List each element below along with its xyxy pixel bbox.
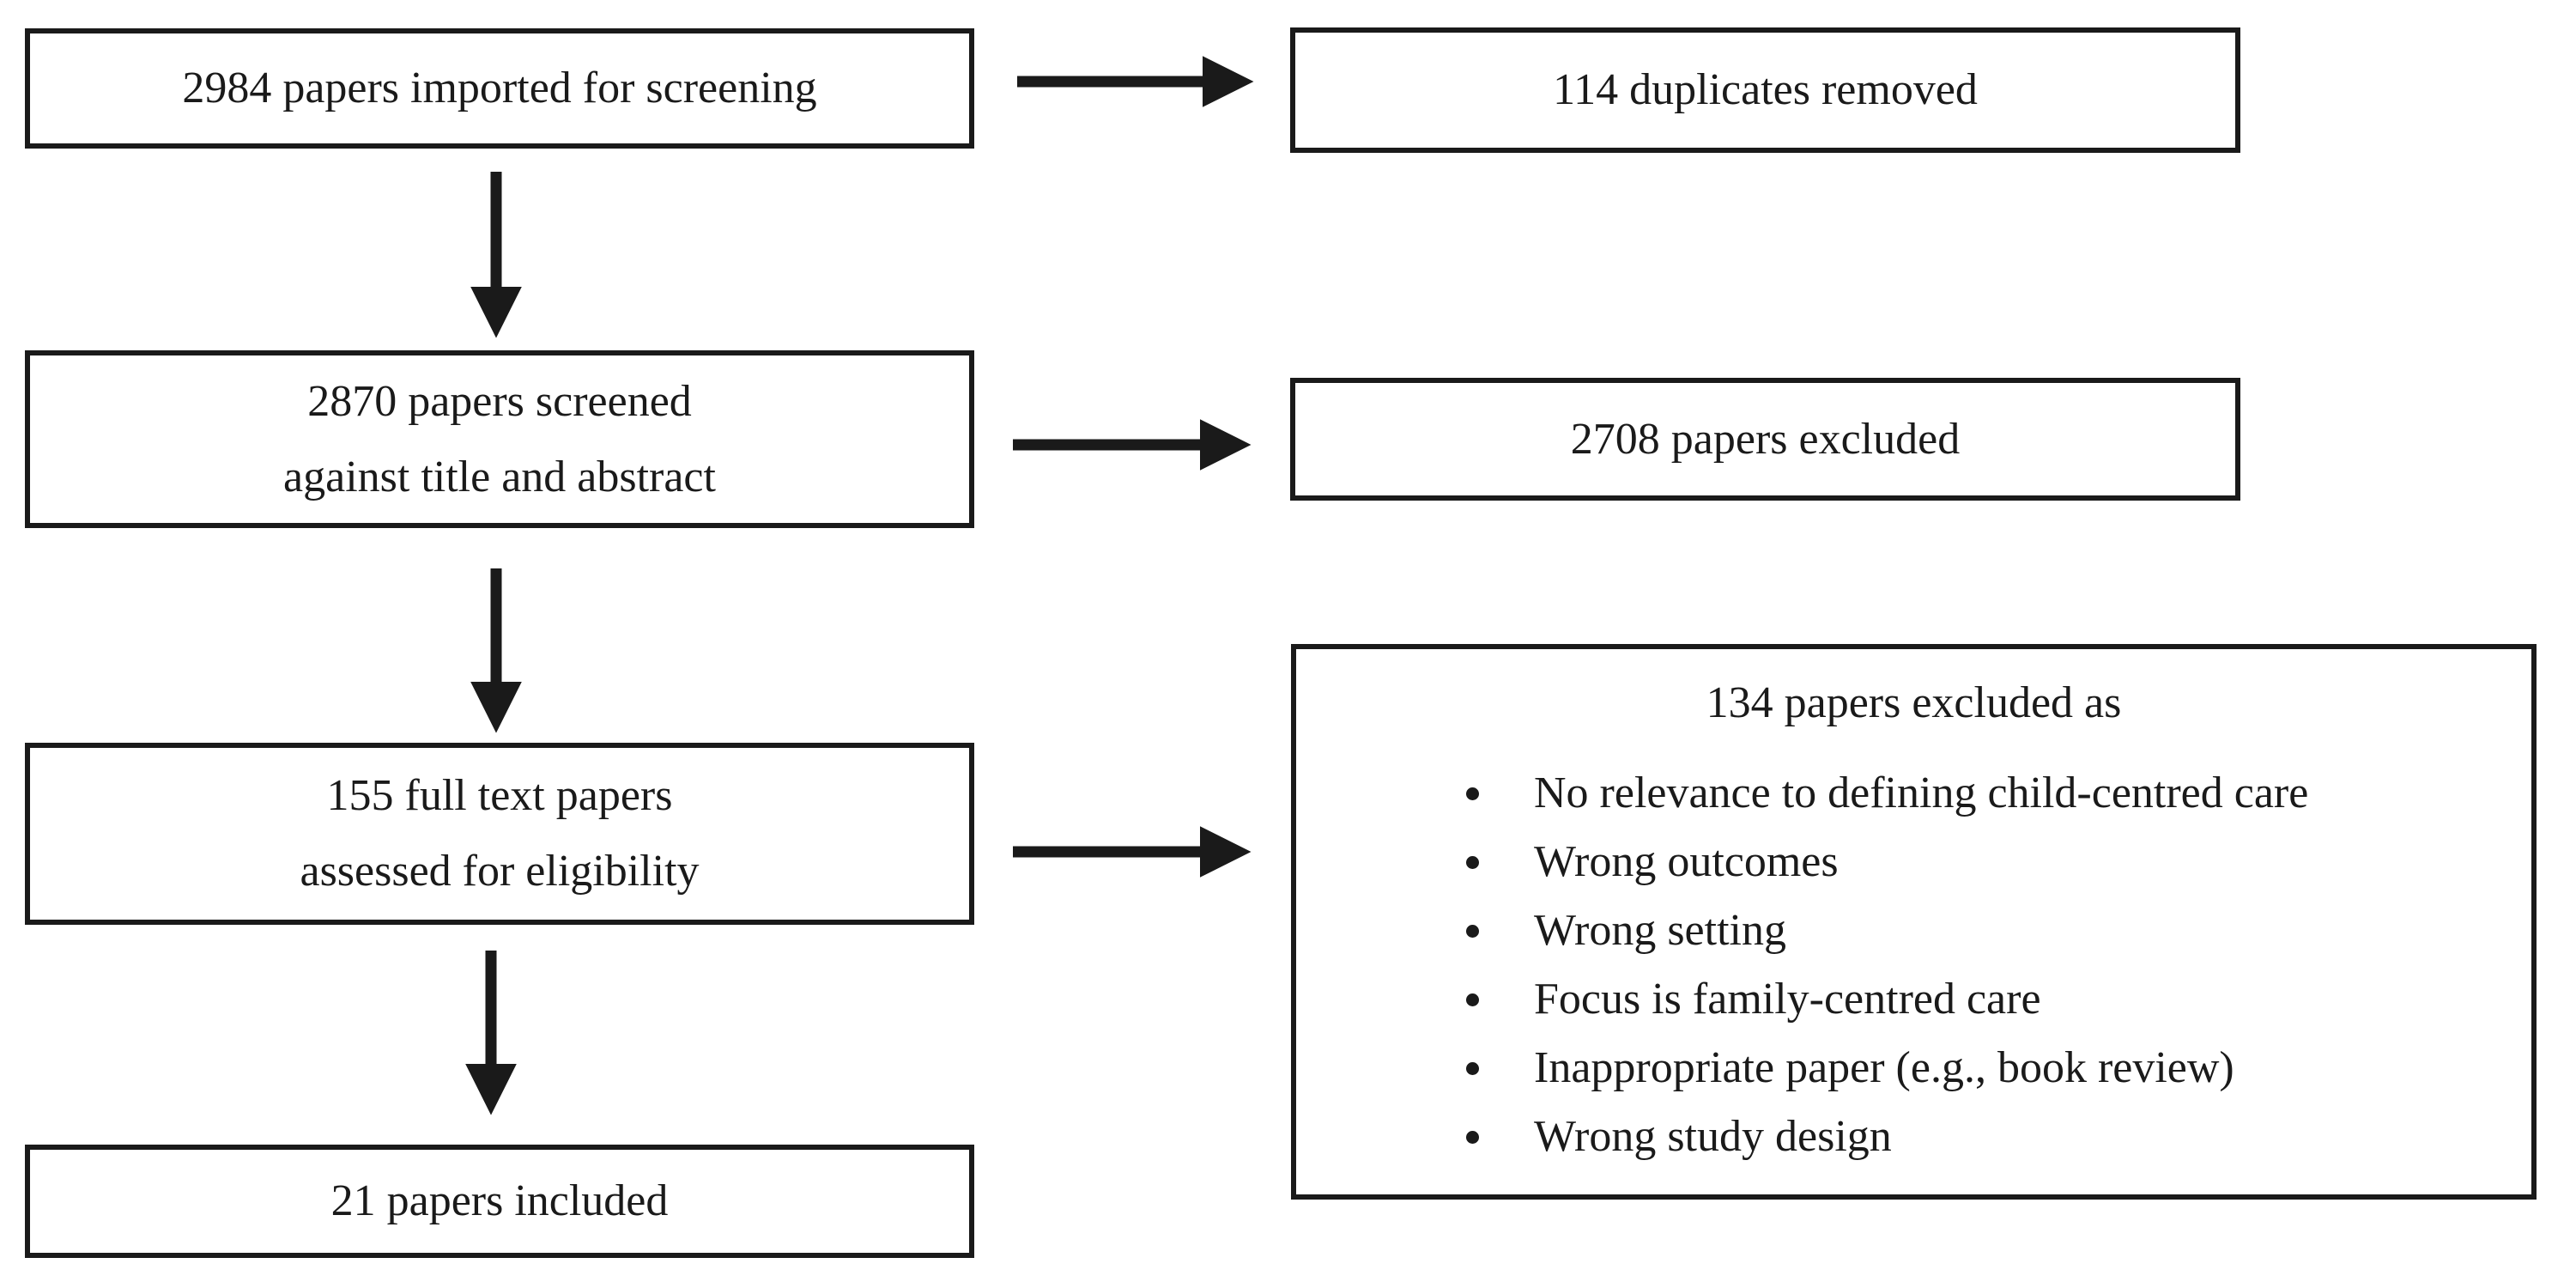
exclusion-reason-item: No relevance to defining child-centred c… — [1498, 766, 2531, 821]
included-papers-text: 21 papers included — [330, 1176, 669, 1225]
included-papers-box: 21 papers included — [25, 1145, 974, 1258]
exclusion-reason-item: Inappropriate paper (e.g., book review) — [1498, 1041, 2531, 1096]
screened-papers-text-line1: 2870 papers screened — [307, 376, 692, 426]
screened-papers-box: 2870 papers screened against title and a… — [25, 350, 974, 528]
exclusion-reason-item: Wrong setting — [1498, 903, 2531, 958]
exclusion-reasons-title: 134 papers excluded as — [1706, 678, 2122, 727]
exclusion-reason-item: Wrong study design — [1498, 1109, 2531, 1164]
fulltext-papers-text-line2: assessed for eligibility — [300, 847, 700, 896]
exclusion-reasons-list: No relevance to defining child-centred c… — [1296, 766, 2531, 1178]
screened-papers-text-line2: against title and abstract — [283, 452, 716, 501]
duplicates-removed-text: 114 duplicates removed — [1553, 65, 1978, 114]
fulltext-papers-box: 155 full text papers assessed for eligib… — [25, 743, 974, 925]
fulltext-papers-text-line1: 155 full text papers — [326, 771, 673, 820]
exclusion-reason-item: Wrong outcomes — [1498, 835, 2531, 890]
exclusion-reason-item: Focus is family-centred care — [1498, 972, 2531, 1027]
duplicates-removed-box: 114 duplicates removed — [1290, 27, 2240, 153]
imported-papers-box: 2984 papers imported for screening — [25, 28, 974, 149]
imported-papers-text: 2984 papers imported for screening — [182, 64, 817, 112]
papers-excluded-box: 2708 papers excluded — [1290, 378, 2240, 501]
exclusion-reasons-box: 134 papers excluded as No relevance to d… — [1291, 644, 2537, 1200]
papers-excluded-text: 2708 papers excluded — [1570, 414, 1961, 464]
